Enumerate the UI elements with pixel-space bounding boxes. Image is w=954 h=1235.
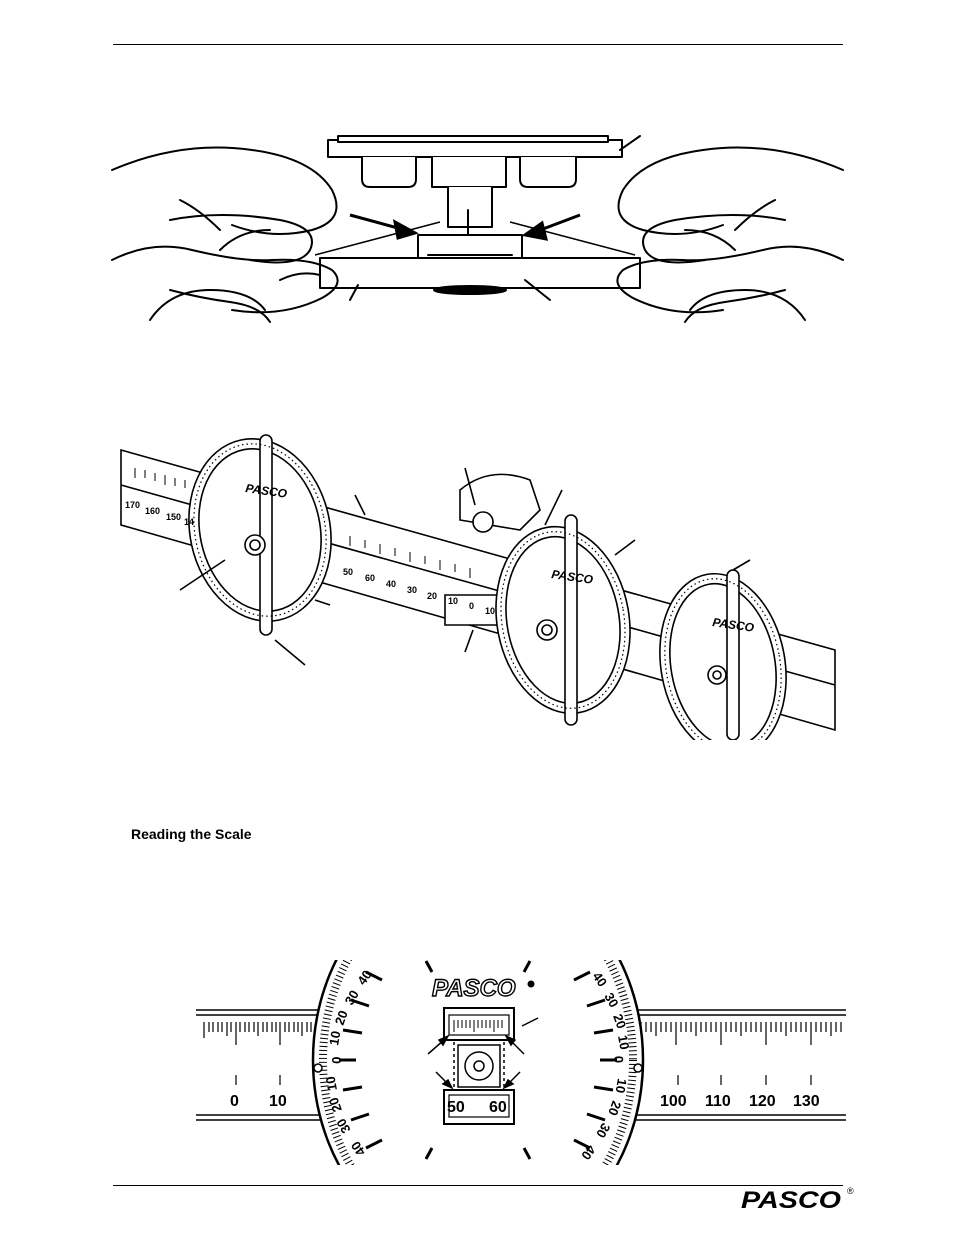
dial-label: 10 [613,1077,630,1094]
window-label: 50 [447,1099,465,1116]
footer-rule [113,1185,843,1186]
bench-label: 40 [386,579,396,589]
scale-label-right: 130 [793,1093,820,1110]
figure-scale-detail: 0 10 100 110 120 130 40 30 20 10 0 10 [196,960,846,1165]
dial-logo: PASCO [245,481,289,501]
scale-label-left: 0 [230,1093,239,1110]
bench-label: 10 [485,606,495,616]
dial-label: 20 [610,1012,629,1031]
registered-mark: ® [847,1186,854,1196]
bench-label: 0 [469,601,474,611]
window-label: 60 [489,1099,507,1116]
dial-label: 40 [348,1138,369,1158]
dial-logo: PASCO [712,615,756,635]
dial-label: 40 [354,967,375,987]
bench-label: 150 [166,512,181,522]
bench-label: 60 [365,573,375,583]
dial-label: 20 [605,1099,624,1118]
dial-label: 0 [329,1056,344,1064]
dial-label: 20 [332,1008,351,1027]
dial-label: 30 [601,990,621,1010]
dial-label: 10 [326,1030,343,1047]
figure-hands-mounting [111,135,844,323]
bench-label: 160 [145,506,160,516]
scale-label-right: 100 [660,1093,687,1110]
scale-label-right: 110 [705,1093,731,1110]
figure-optics-bench: 170 160 150 14 50 60 40 30 20 10 0 10 PA… [120,434,836,740]
dial-label: 30 [342,987,362,1007]
dial-label: 10 [615,1034,632,1051]
dial-logo: PASCO [432,975,516,1002]
dial-label: 10 [323,1075,340,1092]
scale-label-left: 10 [269,1093,287,1110]
bench-label: 20 [427,591,437,601]
dial-label: 40 [578,1142,599,1162]
bench-label: 170 [125,500,140,510]
pasco-logo: PASCO [740,1187,844,1211]
scale-label-right: 120 [749,1093,776,1110]
dial-label: 40 [590,969,611,989]
bench-label: 30 [407,585,417,595]
dial-label: 30 [333,1116,353,1136]
pasco-logo-text: PASCO [741,1187,841,1211]
dial-label: 30 [593,1121,613,1141]
dial-logo: PASCO [551,567,595,587]
dial-label: 0 [611,1056,626,1064]
dial-label: 20 [326,1095,345,1114]
section-heading: Reading the Scale [131,826,252,842]
bench-label: 50 [343,567,353,577]
bench-label: 10 [448,596,458,606]
header-rule [113,44,843,45]
bench-label: 14 [184,517,194,527]
